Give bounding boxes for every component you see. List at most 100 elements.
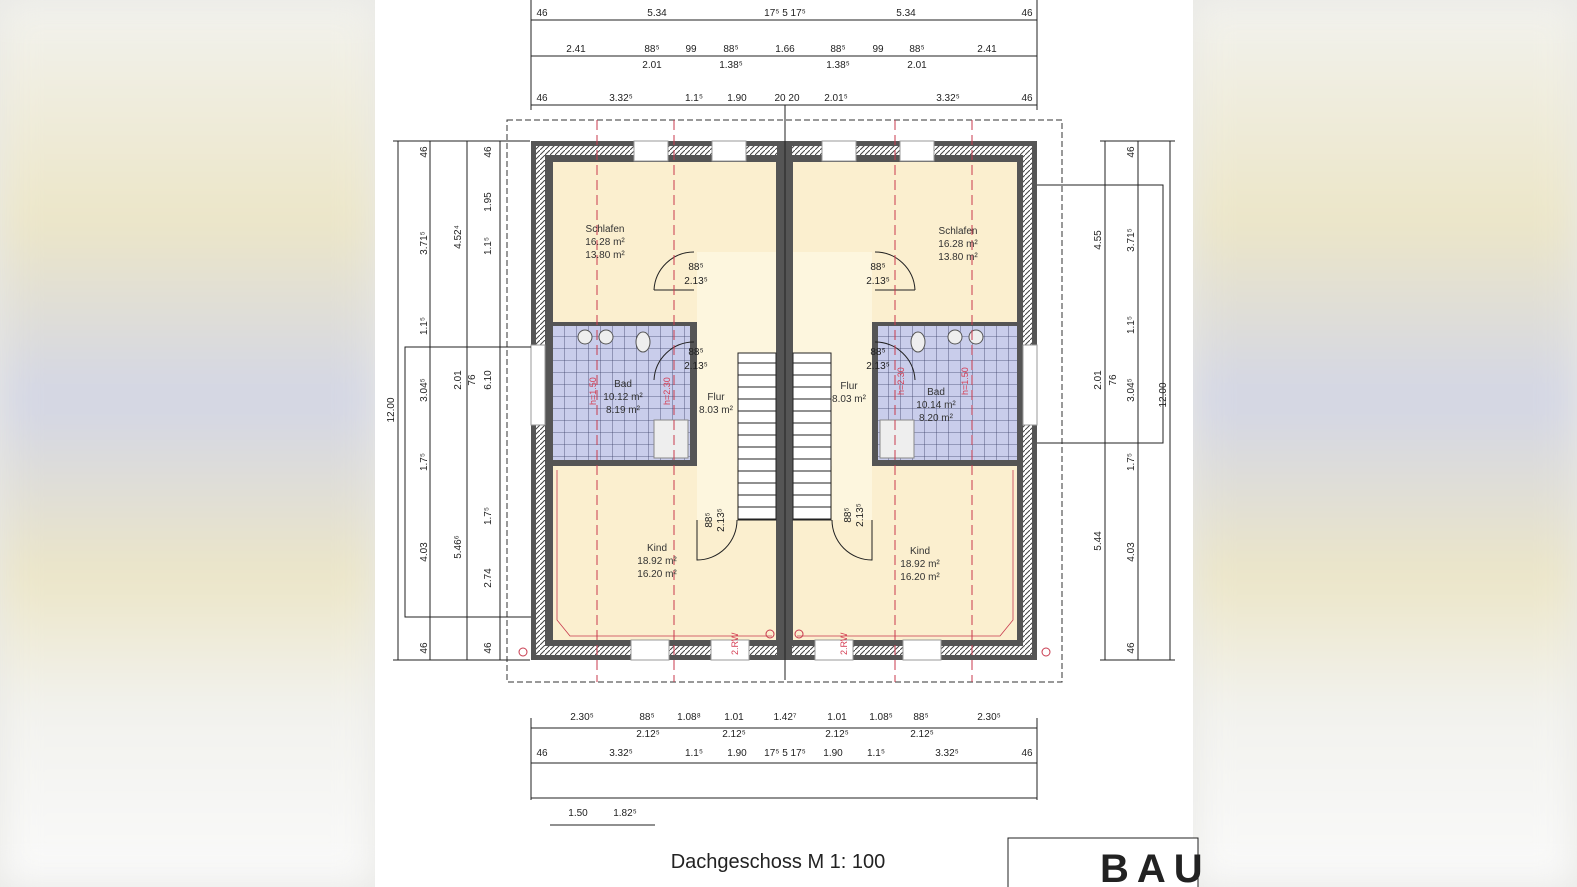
dimension-label: 46 <box>536 93 548 104</box>
dimension-label: 2.74 <box>483 568 494 588</box>
room-schlafen-left-name: Schlafen <box>586 224 625 235</box>
room-bad-right-name: Bad <box>927 387 945 398</box>
room-kind-left-name: Kind <box>647 543 667 554</box>
door-height-label: 2.13⁵ <box>855 503 866 527</box>
dimension-label: 3.04⁵ <box>1126 378 1137 402</box>
roof-outline <box>506 119 1063 683</box>
dimension-label: 3.32⁵ <box>936 93 960 104</box>
dimension-label: 2.12⁵ <box>636 729 660 740</box>
dimension-label: 3.32⁵ <box>609 93 633 104</box>
dimension-label: 1.08⁵ <box>869 712 893 723</box>
dimension-label: 5.34 <box>647 8 667 19</box>
dimension-label: 3.32⁵ <box>935 748 959 759</box>
door-height-label: 2.13⁵ <box>866 276 890 287</box>
ceiling-height-label: h=2.30 <box>896 367 906 395</box>
dimension-label: 1.42⁷ <box>773 712 796 723</box>
dimension-label: 1.08⁸ <box>677 712 701 723</box>
dimension-label: 2.12⁵ <box>910 729 934 740</box>
room-flur-left-name: Flur <box>707 392 725 403</box>
dimension-label: 1.1⁵ <box>867 748 885 759</box>
dimension-label: 1.38⁵ <box>826 60 850 71</box>
room-bad-left-area2: 8.19 m² <box>606 405 641 416</box>
windows <box>530 140 1038 661</box>
dimension-label: 5.46⁶ <box>453 535 464 559</box>
ceiling-height-label: h=1.50 <box>960 367 970 395</box>
dimension-label: 17⁵ 5 17⁵ <box>764 748 806 759</box>
door-width-label: 88⁵ <box>688 262 703 273</box>
dimension-label: 88⁵ <box>913 712 928 723</box>
dimension-label: 1.66 <box>775 44 795 55</box>
room-schlafen-right-name: Schlafen <box>939 226 978 237</box>
door-width-label: 88⁵ <box>704 512 715 527</box>
dimension-label: 1.38⁵ <box>719 60 743 71</box>
dimension-label: 2.12⁵ <box>825 729 849 740</box>
dimension-label: 1.01 <box>724 712 744 723</box>
dimension-label: 3.71⁵ <box>1126 228 1137 252</box>
stairs-right <box>792 352 832 521</box>
dimension-label: 46 <box>536 8 548 19</box>
dimension-label: 12.00 <box>773 0 798 3</box>
room-labels: Schlafen 16.28 m² 13.80 m² Bad 10.12 m² 8.19 … <box>585 224 978 655</box>
dimension-label: 76 <box>1108 374 1119 386</box>
dimension-label: 1.95 <box>483 192 494 212</box>
dimension-label: 46 <box>483 146 494 158</box>
dimension-label: 1.7⁵ <box>1126 453 1137 471</box>
dimension-label: 46 <box>1021 748 1033 759</box>
dimension-label: 4.55 <box>1093 230 1104 250</box>
room-kind-left-area1: 18.92 m² <box>637 556 677 567</box>
dimension-label: 1.90 <box>727 748 747 759</box>
dimension-label: 3.71⁵ <box>419 231 430 255</box>
dimension-label: 2.01 <box>907 60 927 71</box>
dimension-label: 20 20 <box>774 93 799 104</box>
dimension-label: 3.32⁵ <box>609 748 633 759</box>
dimension-label: 2.12⁵ <box>722 729 746 740</box>
dimension-label: 1.1⁵ <box>1126 316 1137 334</box>
stairs-left <box>737 352 777 521</box>
door-height-label: 2.13⁵ <box>716 508 727 532</box>
shower-left <box>653 419 689 459</box>
room-kind-left-area2: 16.20 m² <box>637 569 677 580</box>
dimension-label: 1.90 <box>727 93 747 104</box>
dimension-label: 2.01 <box>642 60 662 71</box>
dimension-label: 46 <box>1126 146 1137 158</box>
dimension-label: 5.44 <box>1093 531 1104 551</box>
unit-right <box>792 162 1017 640</box>
room-schlafen-left-area2: 13.80 m² <box>585 250 625 261</box>
room-bad-left-area1: 10.12 m² <box>603 392 643 403</box>
dimension-label: 1.82⁵ <box>613 808 637 819</box>
dimension-label: 2.01⁵ <box>824 93 848 104</box>
dimension-label: 1.1⁵ <box>483 237 494 255</box>
dimension-label: 99 <box>685 44 697 55</box>
dimension-label: 88⁵ <box>723 44 738 55</box>
dimension-label: 1.7⁵ <box>483 507 494 525</box>
title-block-text: BAU <box>1100 847 1211 887</box>
shower-right <box>879 419 915 459</box>
door-width-label: 88⁵ <box>843 507 854 522</box>
room-schlafen-left-area1: 16.28 m² <box>585 237 625 248</box>
dimension-label: 46 <box>1021 8 1033 19</box>
ceiling-height-label: h=1.50 <box>588 377 598 405</box>
dim-connector-left <box>404 346 531 618</box>
dimension-label: 46 <box>1126 642 1137 654</box>
door-width-label: 88⁵ <box>870 347 885 358</box>
drawing-title: Dachgeschoss M 1: 100 <box>671 851 886 873</box>
title-block <box>1007 837 1199 887</box>
room-kind-right-name: Kind <box>910 546 930 557</box>
dimension-label: 12.00 <box>386 397 397 422</box>
dimension-label: 46 <box>536 748 548 759</box>
dimension-label: 76 <box>467 374 478 386</box>
dimension-label: 1.50 <box>568 808 588 819</box>
window-mark: 2.RW <box>839 632 849 655</box>
dimension-label: 88⁵ <box>909 44 924 55</box>
dimension-label: 1.1⁵ <box>419 317 430 335</box>
dimension-label: 46 <box>419 146 430 158</box>
window-mark: 2.RW <box>730 632 740 655</box>
dimension-label: 1.7⁵ <box>419 453 430 471</box>
dimension-label: 1.90 <box>823 748 843 759</box>
door-height-label: 2.13⁵ <box>684 361 708 372</box>
roof-slope-lines <box>596 120 973 682</box>
dimension-label: 2.01 <box>453 370 464 390</box>
room-flur-right-name: Flur <box>840 381 858 392</box>
room-bad-right-area1: 10.14 m² <box>916 400 956 411</box>
